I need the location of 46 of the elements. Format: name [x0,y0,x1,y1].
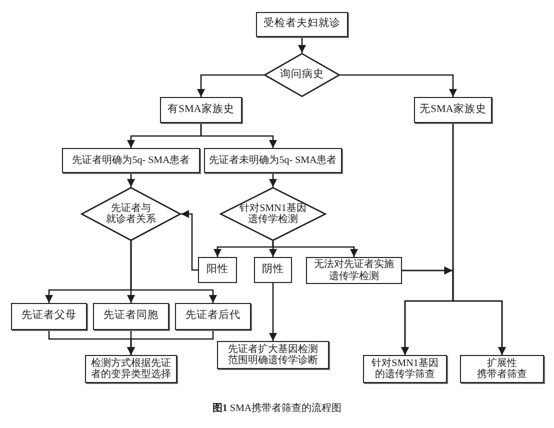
arrow [181,210,198,271]
step-label: 阴性 [262,264,284,276]
process-box [11,303,87,330]
step-label: 先证者明确为5q- SMA患者 [72,154,190,166]
decision-label: 先证者与就诊者关系 [106,202,156,226]
process-box [85,355,177,383]
arrow [298,37,306,53]
process-box [254,257,292,283]
step-label: 阳性 [206,264,228,276]
step-label: 有SMA家族史 [168,104,234,116]
process-box [363,355,447,383]
arrow [200,123,277,148]
process-box [414,97,492,123]
step-label: 先证者父母 [22,310,76,323]
arrow [197,74,264,97]
step-label: 无法对先证者实施遗传学检测 [313,259,395,282]
arrow [130,241,217,303]
process-box [160,97,242,123]
step-label: 先证者扩大基因检测范围明确遗传学诊断 [227,344,319,366]
process-box [175,303,251,330]
decision-label: 针对SMN1基因遗传学检测 [238,202,308,226]
step-label: 检测方式根据先证者的变异类型选择 [90,358,172,380]
arrow [269,173,277,187]
process-box [217,341,329,369]
arrow [402,266,506,355]
process-box [198,257,237,283]
process-box [306,257,402,284]
arrow [127,173,135,187]
step-label: 受检者夫妇就诊 [264,18,340,31]
process-box [204,148,342,173]
step-label: 先证者后代 [186,310,240,323]
figure-caption: 图1 SMA携带者筛查的流程图 [212,403,342,414]
decision-label: 询问病史 [280,68,324,82]
process-box [460,355,544,383]
step-label: 无SMA家族史 [420,104,486,116]
process-box [256,12,348,37]
step-label: 先证者未明确为5q- SMA患者 [209,154,337,166]
step-label: 扩展性携带者筛查 [477,358,527,380]
arrow [269,283,277,341]
arrow [272,241,358,257]
process-box [93,303,169,330]
step-label: 先证者同胞 [104,310,158,323]
step-label: 针对SMN1基因的遗传学筛查 [370,358,440,380]
arrow [340,74,457,97]
arrow [127,330,214,355]
process-box [62,148,200,173]
